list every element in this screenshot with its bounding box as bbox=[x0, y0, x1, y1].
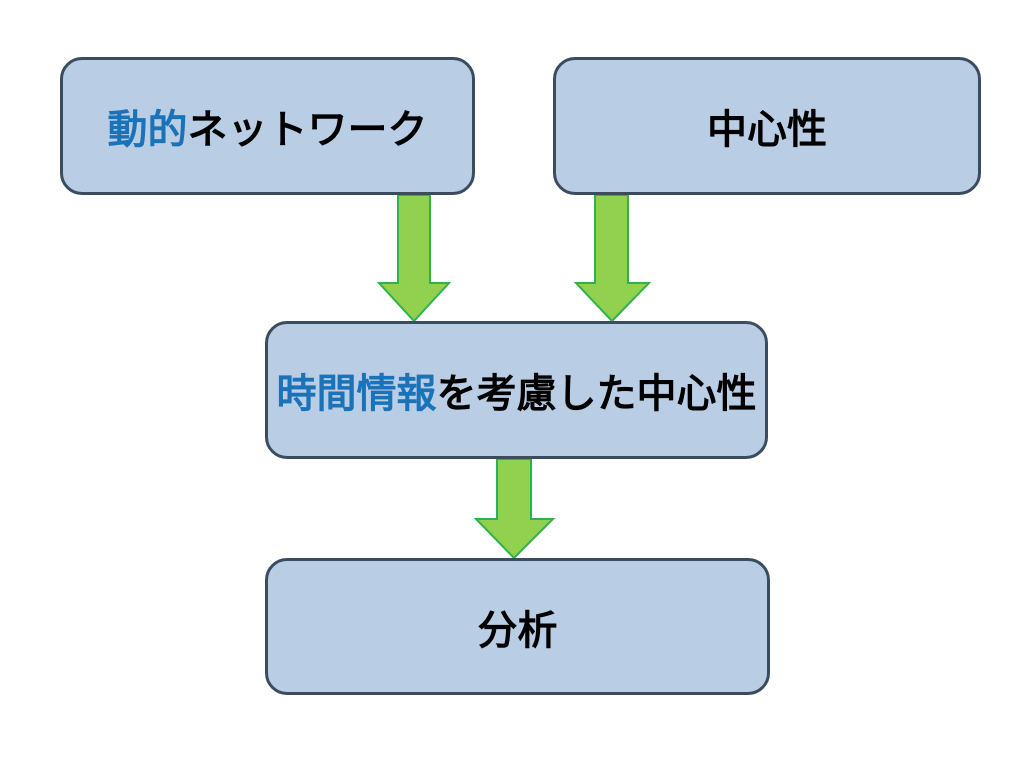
arrow-dynamic-to-temporal bbox=[376, 194, 452, 323]
node-dynamic-network-label: 動的ネットワーク bbox=[108, 97, 428, 155]
node-centrality: 中心性 bbox=[553, 57, 981, 195]
node-dynamic-network-accent: 動的 bbox=[107, 107, 188, 153]
arrow-central-to-temporal bbox=[573, 194, 652, 323]
node-dynamic-network: 動的ネットワーク bbox=[60, 57, 475, 195]
node-centrality-label: 中心性 bbox=[707, 107, 827, 153]
node-dynamic-network-text: ネットワーク bbox=[187, 107, 428, 153]
node-temporal-centrality-label: 時間情報を考慮した中心性 bbox=[277, 361, 757, 419]
node-analysis-label: 分析 bbox=[477, 607, 558, 654]
node-temporal-centrality: 時間情報を考慮した中心性 bbox=[265, 321, 768, 459]
node-temporal-centrality-text: を考慮した中心性 bbox=[436, 371, 757, 417]
arrow-temporal-to-analysis bbox=[473, 458, 556, 560]
node-analysis: 分析 bbox=[265, 558, 770, 695]
node-temporal-centrality-accent: 時間情報 bbox=[276, 371, 437, 417]
